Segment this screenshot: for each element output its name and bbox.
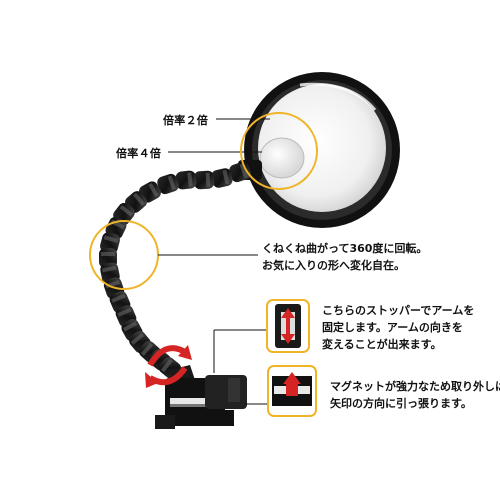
arm-segment-highlight [140, 342, 154, 356]
arm-segment-highlight [103, 235, 119, 243]
note-magnet-line: マグネットが強力なため取り外しは [330, 380, 500, 393]
note-stopper-line: 固定します。アームの向きを [322, 321, 463, 334]
note-magnet-line: 矢印の方向に引っ張ります。 [330, 397, 472, 410]
note-stopper-line: 変えることが出来ます。 [322, 338, 442, 351]
arm-segment-highlight [133, 192, 146, 207]
arm-segment-highlight [117, 307, 132, 317]
note-stopper-line: こちらのストッパーでアームを [322, 304, 475, 317]
arm-segment-highlight [239, 163, 248, 179]
note-rotation: くねくね曲がって360度に回転。 お気に入りの形へ変化自在。 [262, 240, 427, 274]
mirror-lens-2x [258, 84, 386, 212]
arm-segment-highlight [101, 265, 117, 273]
callout-circle-4x [240, 112, 318, 190]
arm-segment-highlight [187, 172, 193, 187]
mirror-lens-4x [259, 137, 305, 179]
arm-segment-highlight [101, 252, 115, 256]
arm-segment-highlight [205, 172, 211, 187]
label-2x-magnification: 倍率２倍 [163, 114, 209, 127]
arm-segment-highlight [119, 204, 134, 217]
arm-segment-highlight [122, 321, 138, 332]
magnetic-base [155, 365, 247, 429]
note-stopper: こちらのストッパーでアームを 固定します。アームの向きを 変えることが出来ます。 [322, 302, 474, 353]
arm-segment [193, 170, 215, 190]
label-4x-magnification: 倍率４倍 [116, 147, 162, 160]
arm-segment-highlight [222, 169, 230, 185]
arm-segment-highlight [167, 175, 176, 191]
arm-segment-highlight [160, 358, 173, 373]
note-rotation-line: お気に入りの形へ変化自在。 [262, 259, 405, 272]
rotation-arrows-icon [145, 345, 192, 388]
arm-segment-highlight [148, 182, 159, 198]
arm-segment-highlight [111, 293, 126, 303]
note-magnet: マグネットが強力なため取り外しは 矢印の方向に引っ張ります。 [330, 378, 500, 412]
magnet-detail [267, 365, 317, 417]
arm-segment-highlight [130, 332, 145, 345]
mirror-head [238, 72, 400, 228]
stopper-detail [266, 299, 310, 353]
note-rotation-line: くねくね曲がって360度に回転。 [262, 242, 428, 255]
